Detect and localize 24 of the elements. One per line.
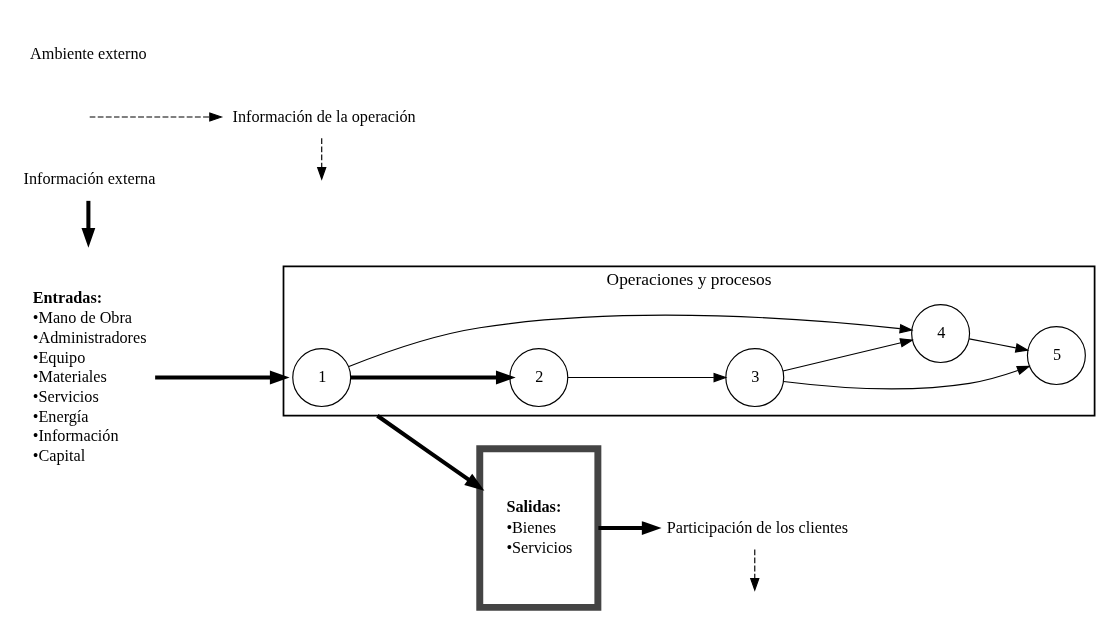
arrow [376, 413, 485, 491]
arrow [316, 137, 327, 181]
node-box: Salidas: •Bienes •Servicios [476, 444, 602, 611]
arrow [81, 200, 96, 248]
node-text: Información de la operación [232, 107, 416, 126]
arrow [155, 370, 290, 384]
arrow [348, 314, 914, 367]
node-text: Entradas: •Mano de Obra •Administradores •Equipo •Materiales •Servicios •Energía •Información •Capital [32, 287, 147, 465]
arrow [567, 372, 728, 382]
arrow [598, 520, 662, 535]
arrow [782, 365, 1031, 389]
node-circle: 1 [292, 347, 352, 407]
node-circle: 4 [911, 303, 971, 363]
arrow [89, 111, 224, 122]
node-text: Participación de los clientes [666, 518, 849, 537]
arrow [749, 548, 760, 592]
arrow [782, 337, 914, 372]
node-circle: 3 [725, 347, 785, 407]
arrow [350, 370, 516, 384]
node-circle: 2 [509, 347, 569, 407]
node-circle: 5 [1026, 325, 1086, 385]
arrow [968, 337, 1030, 353]
node-text: Información externa [23, 169, 156, 188]
label: Ambiente externo [30, 44, 147, 63]
